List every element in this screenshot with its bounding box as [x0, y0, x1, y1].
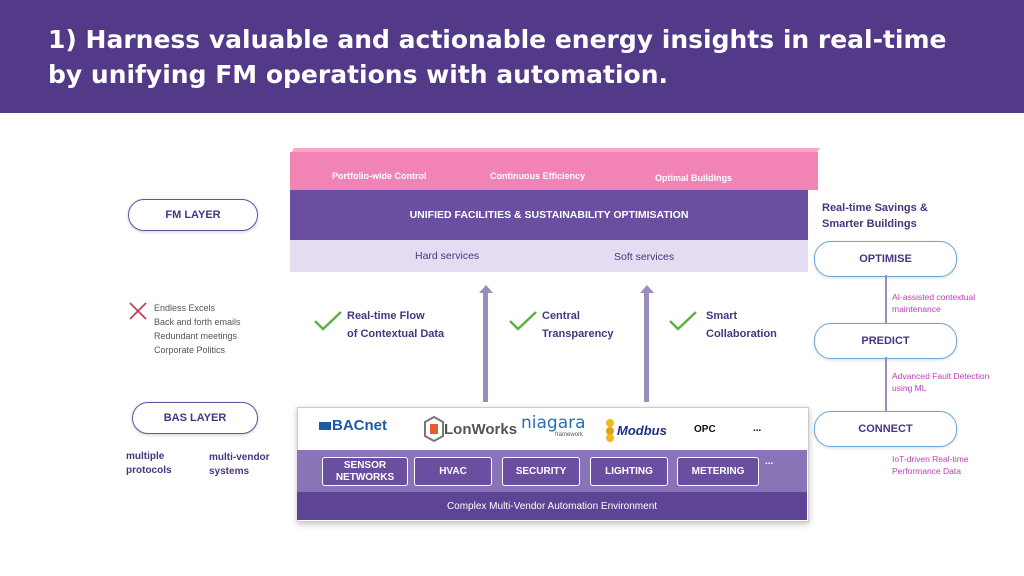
benefits-band: Portfolio-wide Control Continuous Effici… — [290, 152, 818, 190]
benefit-transparency: Central Transparency — [542, 307, 614, 343]
benefit-collaboration: Smart Collaboration — [706, 307, 777, 343]
metering-tag: METERING — [677, 457, 759, 486]
problem-item: Endless Excels — [154, 303, 216, 313]
benefit-realtime: Real-time Flow of Contextual Data — [347, 307, 444, 343]
fm-optimisation-band: UNIFIED FACILITIES & SUSTAINABILITY OPTI… — [290, 190, 808, 240]
benefit-line: Transparency — [542, 328, 614, 340]
cross-icon — [129, 302, 147, 320]
bas-footer-label: Complex Multi-Vendor Automation Environm… — [446, 500, 658, 512]
up-arrow-icon — [640, 285, 654, 402]
hard-services-label: Hard services — [415, 250, 480, 262]
bas-layer-pill: BAS LAYER — [132, 402, 258, 434]
continuous-efficiency-label: Continuous Efficiency — [490, 171, 586, 181]
niagara-text: niagara — [521, 413, 586, 433]
more-logos-label: ... — [753, 423, 762, 434]
benefit-line: of Contextual Data — [347, 328, 445, 340]
fault-detection-note: Advanced Fault Detection using ML — [892, 371, 990, 393]
bacnet-icon — [319, 421, 331, 430]
check-icon — [314, 311, 342, 331]
connect-pill: CONNECT — [814, 411, 957, 447]
security-tag: SECURITY — [502, 457, 580, 486]
modbus-icon — [606, 419, 614, 442]
modbus-logo: Modbus — [603, 417, 667, 443]
lighting-tag: LIGHTING — [590, 457, 668, 486]
problem-item: Redundant meetings — [154, 331, 238, 341]
hvac-tag: HVAC — [414, 457, 492, 486]
predict-pill: PREDICT — [814, 323, 957, 359]
benefit-line: Smart — [706, 310, 738, 322]
niagara-logo: niagara framework — [521, 413, 586, 438]
savings-title: Real-time Savings & Smarter Buildings — [822, 202, 928, 230]
bacnet-text: BACnet — [332, 417, 387, 434]
lonworks-logo: LonWorks — [424, 416, 517, 442]
benefit-line: Central — [542, 310, 580, 322]
fm-layer-pill: FM LAYER — [128, 199, 258, 231]
up-arrow-icon — [479, 285, 493, 402]
page-title: 1) Harness valuable and actionable energ… — [48, 25, 947, 89]
problem-item: Corporate Politics — [154, 345, 226, 355]
optimal-buildings-label: Optimal Buildings — [655, 173, 733, 183]
bacnet-logo: BACnet — [318, 417, 387, 434]
header-bar: 1) Harness valuable and actionable energ… — [0, 0, 1024, 113]
fm-band-label: UNIFIED FACILITIES & SUSTAINABILITY OPTI… — [409, 209, 689, 221]
niagara-sub: framework — [554, 432, 583, 438]
services-band: Hard services Soft services — [290, 240, 808, 272]
lonworks-text: LonWorks — [444, 420, 518, 438]
check-icon — [669, 311, 697, 331]
benefit-line: Real-time Flow — [347, 310, 425, 322]
lonworks-icon — [424, 416, 444, 442]
check-icon — [509, 311, 537, 331]
connector-line — [885, 357, 887, 412]
problem-item: Back and forth emails — [154, 317, 241, 327]
problems-list: Endless Excels Back and forth emails Red… — [154, 301, 274, 357]
ai-maintenance-note: AI-assisted contextual maintenance — [892, 292, 976, 314]
benefit-line: Collaboration — [706, 328, 777, 340]
multiple-protocols-label: multiple protocols — [126, 451, 172, 476]
optimise-pill: OPTIMISE — [814, 241, 957, 277]
more-categories-label: ... — [765, 456, 774, 467]
soft-services-label: Soft services — [614, 251, 675, 263]
multi-vendor-label: multi-vendor systems — [209, 452, 270, 477]
opc-label: OPC — [694, 424, 716, 435]
connector-line — [885, 275, 887, 325]
sensor-networks-tag: SENSOR NETWORKS — [322, 457, 408, 486]
bas-footer-band: Complex Multi-Vendor Automation Environm… — [297, 492, 807, 520]
modbus-text: Modbus — [617, 422, 667, 438]
portfolio-control-label: Portfolio-wide Control — [332, 171, 427, 181]
iot-note: IoT-driven Real-time Performance Data — [892, 454, 969, 476]
